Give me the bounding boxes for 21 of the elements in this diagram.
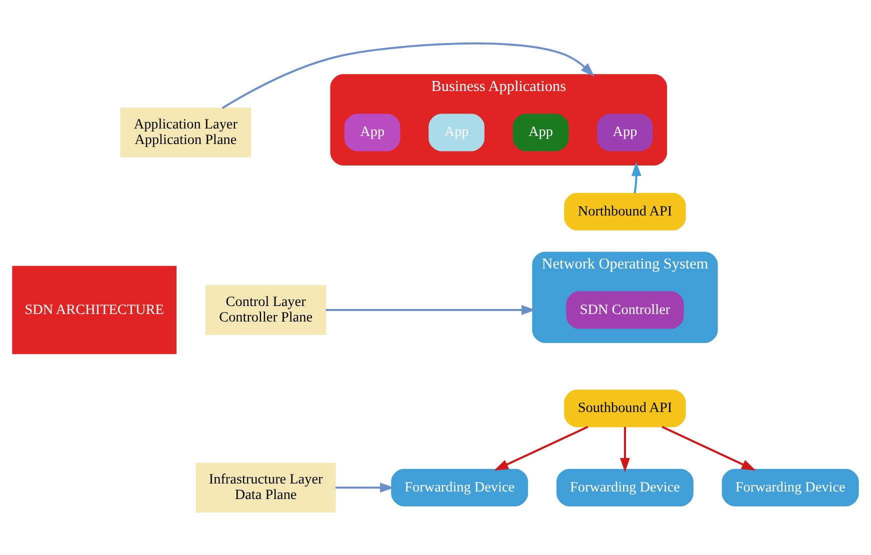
node-box: SDN ARCHITECTURE bbox=[12, 266, 177, 354]
arrow bbox=[222, 42, 594, 109]
node-box: App bbox=[597, 114, 653, 152]
arrow bbox=[326, 305, 536, 316]
node-box: App bbox=[344, 114, 400, 152]
node-box: Northbound API bbox=[564, 192, 686, 230]
arrow bbox=[620, 426, 630, 472]
arrow bbox=[494, 426, 588, 470]
arrow bbox=[662, 426, 756, 470]
node-box: Forwarding Device bbox=[556, 468, 694, 506]
node-box: App bbox=[428, 114, 484, 152]
node-box: Forwarding Device bbox=[391, 468, 528, 506]
node-box: Forwarding Device bbox=[722, 468, 859, 506]
node-box: Infrastructure Layer Data Plane bbox=[196, 462, 336, 512]
node-box: SDN Controller bbox=[566, 291, 684, 329]
node-box: Application Layer Application Plane bbox=[120, 108, 252, 158]
node-box: Southbound API bbox=[564, 390, 686, 428]
arrow bbox=[631, 162, 642, 194]
node-box: Control Layer Controller Plane bbox=[205, 285, 326, 335]
node-box: App bbox=[512, 114, 569, 152]
arrow bbox=[335, 482, 394, 493]
